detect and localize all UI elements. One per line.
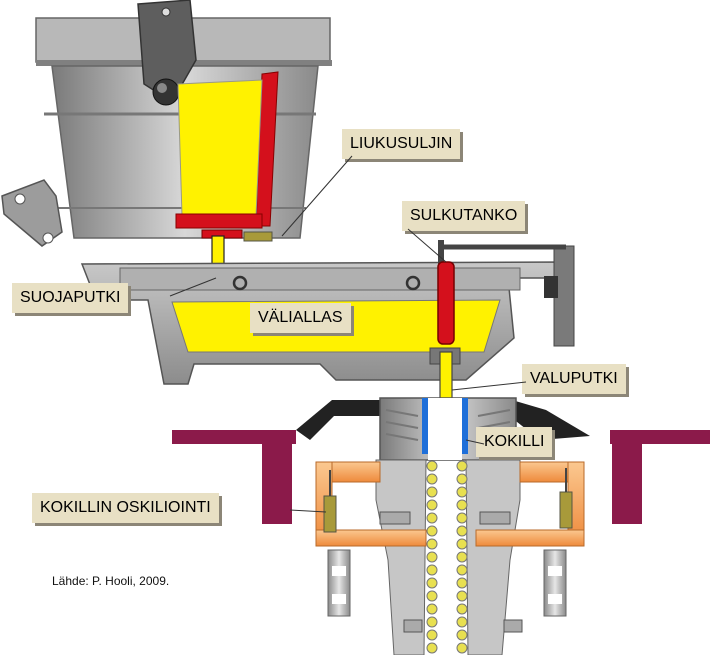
shell-bead	[456, 499, 468, 511]
shell-bead	[456, 525, 468, 537]
shell-bead	[426, 551, 438, 563]
shell-bead	[456, 577, 468, 589]
shell-bead	[426, 603, 438, 615]
label-suojaputki: SUOJAPUTKI	[12, 283, 129, 313]
shell-bead	[426, 499, 438, 511]
shell-bead	[456, 564, 468, 576]
label-valuputki: VALUPUTKI	[522, 364, 626, 394]
shell-bead	[426, 538, 438, 550]
shell-bead	[426, 616, 438, 628]
shell-bead	[426, 590, 438, 602]
label-sulkutanko: SULKUTANKO	[402, 201, 526, 231]
shell-bead	[456, 512, 468, 524]
support-rollers	[327, 549, 567, 617]
shell-bead	[426, 577, 438, 589]
source-note: Lähde: P. Hooli, 2009.	[52, 574, 170, 588]
shell-bead	[426, 642, 438, 654]
shell-bead	[426, 460, 438, 472]
strand-shell-beads	[426, 460, 468, 654]
shell-bead	[426, 473, 438, 485]
shell-bead	[456, 603, 468, 615]
shell-bead	[456, 538, 468, 550]
shell-bead	[426, 486, 438, 498]
oscillation-table	[315, 461, 585, 547]
label-valiallas: VÄLIALLAS	[250, 303, 351, 333]
label-kokilli: KOKILLI	[476, 427, 553, 457]
shell-bead	[456, 616, 468, 628]
shell-bead	[456, 590, 468, 602]
shell-bead	[426, 564, 438, 576]
shell-bead	[426, 629, 438, 641]
shell-bead	[456, 473, 468, 485]
shell-bead	[426, 525, 438, 537]
strand-guide	[375, 459, 523, 655]
shell-bead	[456, 551, 468, 563]
ladle	[1, 0, 332, 247]
shell-bead	[456, 460, 468, 472]
shell-bead	[456, 642, 468, 654]
shell-bead	[426, 512, 438, 524]
shell-bead	[456, 629, 468, 641]
shell-bead	[456, 486, 468, 498]
label-kokillin-oskilointi: KOKILLIN OSKILIOINTI	[32, 493, 219, 523]
mould-supports	[172, 400, 710, 524]
label-liukusuljin: LIUKUSULJIN	[342, 129, 461, 159]
